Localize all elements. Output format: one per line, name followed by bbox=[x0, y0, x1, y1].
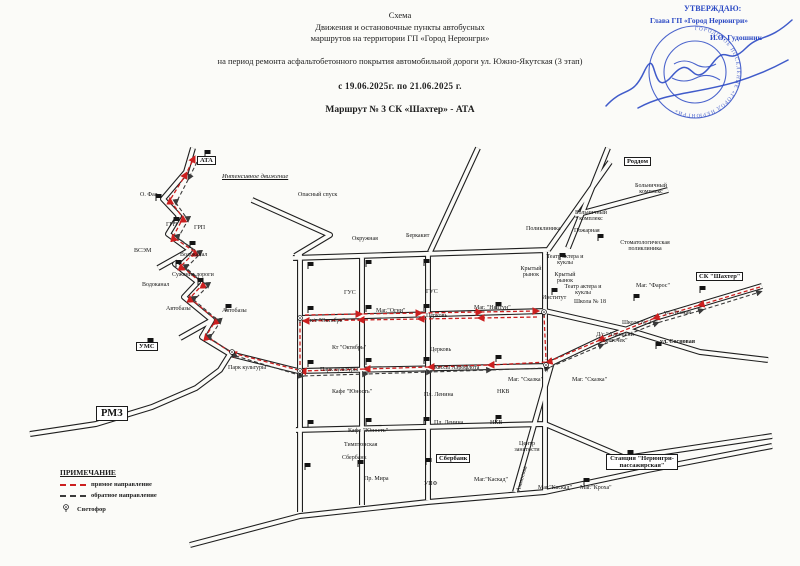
map-label: ВСЭМ bbox=[134, 248, 152, 254]
signature-flourish-icon bbox=[637, 59, 789, 109]
doc-dates: с 19.06.2025г. по 21.06.2025 г. bbox=[338, 81, 462, 91]
doc-title: Схема bbox=[388, 10, 412, 20]
map-label: Сужение дороги bbox=[172, 272, 214, 278]
map-label: Пожарная bbox=[574, 228, 600, 234]
map-label: Кафе "Юность" bbox=[348, 428, 389, 434]
route-backward bbox=[172, 161, 763, 379]
map-label: Маг. "Сказка" bbox=[572, 377, 608, 383]
approval-approve-label: УТВЕРЖДАЮ: bbox=[684, 4, 742, 13]
seal-outer-circle bbox=[648, 25, 742, 119]
approval-block: ГОРОДСКОЕ ПОСЕЛЕНИЕ «ГОРОД НЕРЮНГРИ» УТВ… bbox=[598, 2, 800, 130]
map-label: О. Фая bbox=[140, 192, 158, 198]
map-label: Школа № 2 bbox=[622, 320, 651, 326]
forward-route-sample bbox=[60, 483, 86, 486]
map-label: Опасный спуск bbox=[298, 192, 338, 198]
map-label: Крытый рынок bbox=[554, 272, 576, 285]
doc-subtitle-3: на период ремонта асфальтобетонного покр… bbox=[217, 56, 583, 66]
map-label: Кафе "Юность" bbox=[332, 389, 373, 395]
map-label: ГРП bbox=[194, 225, 206, 231]
approval-signer-name: И.О. Гудошник bbox=[710, 33, 762, 42]
map-label: Школа № 18 bbox=[574, 299, 606, 305]
map-label: Интенсивное движение bbox=[222, 173, 289, 180]
map-label-street: ул. Лесная bbox=[664, 310, 691, 316]
map-label: Сбербанк bbox=[436, 454, 471, 464]
map-label: Стоматологическая поликлиника bbox=[620, 240, 670, 253]
map-label-terminal: АТА bbox=[197, 156, 216, 166]
map-label: Пл. Ленина bbox=[434, 420, 464, 426]
backward-route-sample bbox=[60, 494, 86, 497]
seal-inner-circle bbox=[663, 40, 727, 104]
map-label: Больничный комплекс bbox=[575, 210, 607, 223]
map-label-street: ул. Сосновая bbox=[660, 339, 696, 345]
map-label: Автобазы bbox=[222, 308, 247, 314]
map-label: Церковь bbox=[430, 347, 452, 353]
legend-forward-label: прямое направление bbox=[91, 481, 152, 488]
map-label: Институт bbox=[542, 295, 567, 301]
map-label: НКВ bbox=[497, 389, 510, 395]
map-label: Пр. Мира bbox=[364, 476, 389, 482]
map-label: Маг."Кроха" bbox=[580, 485, 612, 491]
map-label: ГУС bbox=[426, 289, 438, 295]
map-label: УПФ bbox=[424, 481, 438, 487]
legend-backward-label: обратное направление bbox=[91, 492, 157, 499]
map-label: Маг. "Сказка" bbox=[508, 377, 544, 383]
map-label: Беркакит bbox=[406, 233, 430, 239]
map-label: Церковь bbox=[426, 313, 448, 319]
map-label: ГРП bbox=[166, 222, 178, 228]
map-label: Крытый рынок bbox=[520, 266, 542, 279]
map-label: Парк культуры bbox=[228, 365, 267, 371]
map-label: Окружная bbox=[352, 236, 378, 242]
map-label: Станция "Нерюнгри-пассажирская" bbox=[606, 454, 678, 471]
map-label: Маг. "Нептун" bbox=[474, 305, 511, 311]
map-label: УМС bbox=[136, 342, 158, 352]
map-label: Тимптонская bbox=[344, 442, 378, 448]
approval-head-label: Глава ГП «Город Нерюнгри» bbox=[650, 16, 749, 25]
legend: ПРИМЕЧАНИЕ прямое направление обратное н… bbox=[60, 468, 157, 515]
signature-icon bbox=[605, 19, 793, 107]
traffic-light-icon bbox=[63, 504, 69, 512]
map-label: Пл. Ленина bbox=[424, 392, 454, 398]
map-label: Маг. "Фарос" bbox=[636, 283, 670, 289]
map-label: Водоканал bbox=[142, 282, 170, 288]
map-label-terminal: СК "Шахтер" bbox=[696, 272, 744, 282]
map-label: Театр актера и куклы bbox=[546, 254, 584, 267]
doc-subtitle-2: маршрутов на территории ГП «Город Нерюнг… bbox=[310, 33, 490, 43]
map-label-street: Аммосова bbox=[515, 465, 529, 493]
seal-decor-line bbox=[671, 74, 721, 82]
map-label: ГУС bbox=[344, 290, 356, 296]
map-label: Кт "Октябрь" bbox=[332, 345, 367, 351]
map-label: Автобазы bbox=[166, 306, 191, 312]
map-label: Сбербанк bbox=[342, 455, 367, 461]
seal-stamp-icon: ГОРОДСКОЕ ПОСЕЛЕНИЕ «ГОРОД НЕРЮНГРИ» bbox=[605, 19, 793, 119]
map-label: Парк культуры bbox=[320, 367, 359, 373]
map-label: Кассы Аэрофлота bbox=[434, 365, 480, 371]
map-label: Маг."Огни" bbox=[376, 308, 406, 314]
map-label: Д/с "Аленький цветочек" bbox=[596, 332, 634, 345]
map-label: Поликлиника bbox=[526, 226, 561, 232]
map-label: РМЗ bbox=[96, 406, 128, 422]
map-label: НКВ bbox=[490, 420, 503, 426]
legend-traffic-light-label: Светофор bbox=[77, 505, 106, 513]
map-label: Больничный комплекс bbox=[635, 183, 667, 196]
map-label: Театр актера и куклы bbox=[564, 284, 602, 297]
map-label: Центр занятости bbox=[514, 441, 540, 454]
doc-subtitle-1: Движения и остановочные пункты автобусны… bbox=[315, 22, 485, 32]
map-label: к/т "Октябрь" bbox=[310, 318, 345, 324]
map-label: Маг."Каскад" bbox=[474, 477, 508, 483]
map-label: Роддом bbox=[624, 157, 652, 167]
map-label: Водоканал bbox=[180, 252, 208, 258]
route-title: Маршрут № 3 СК «Шахтер» - АТА bbox=[325, 105, 475, 115]
legend-title: ПРИМЕЧАНИЕ bbox=[60, 468, 116, 477]
map-label: Маг."Каскад" bbox=[538, 485, 572, 491]
